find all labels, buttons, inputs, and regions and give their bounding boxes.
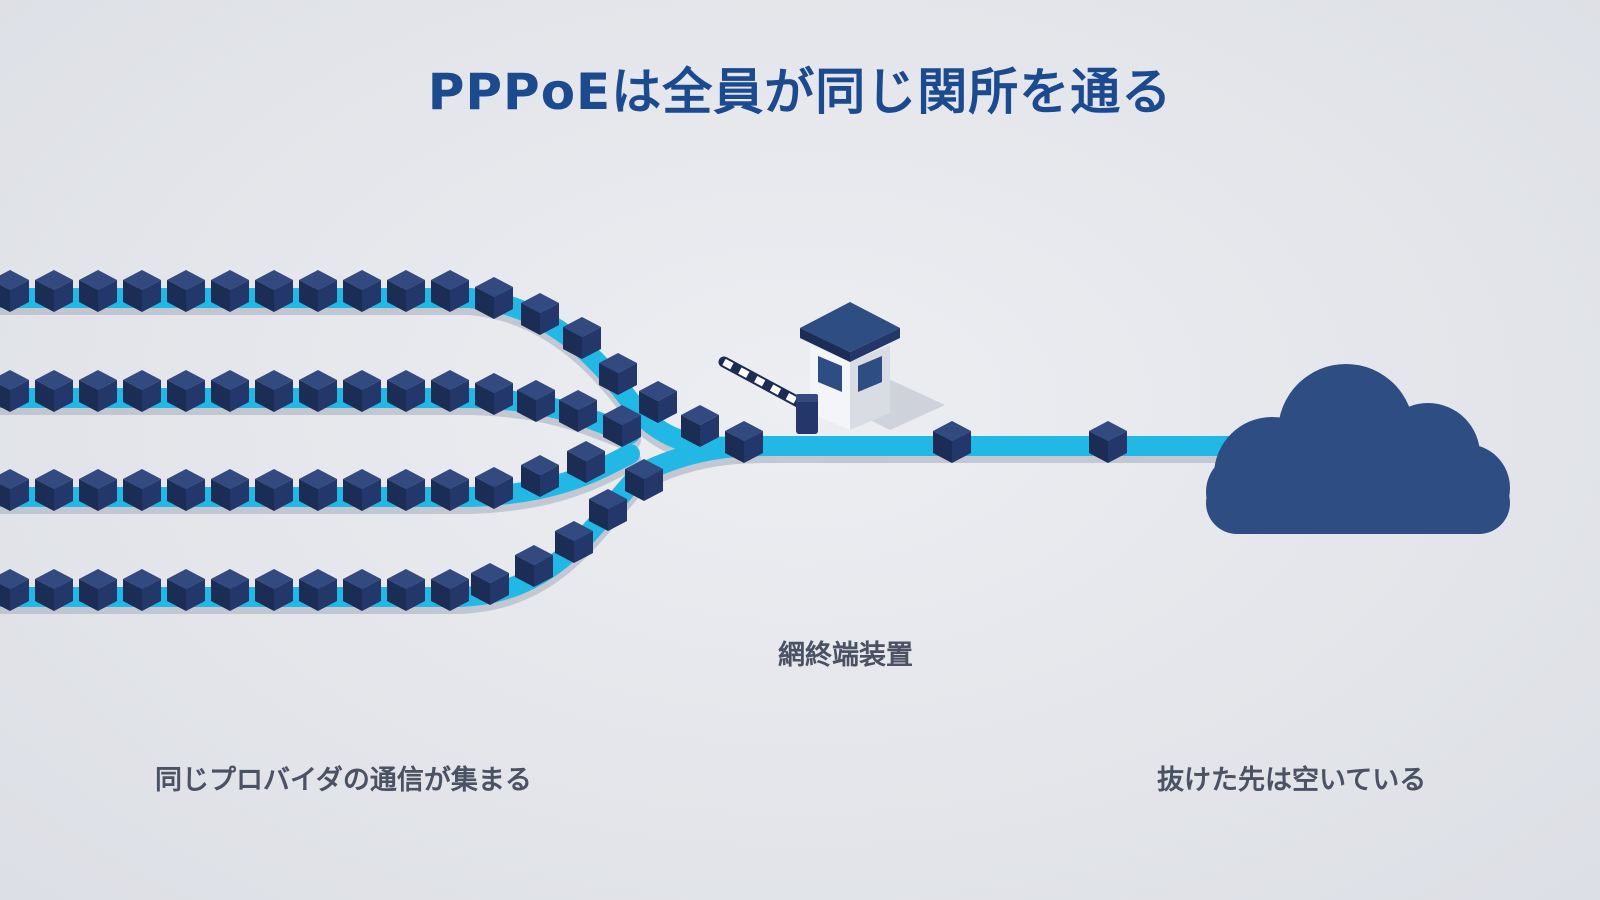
- right-caption: 抜けた先は空いている: [1157, 765, 1427, 796]
- page-title: PPPoEは全員が同じ関所を通る: [427, 63, 1173, 121]
- left-caption: 同じプロバイダの通信が集まる: [155, 765, 532, 796]
- cloud-icon: [1206, 364, 1510, 534]
- gateway-label: 網終端装置: [778, 640, 913, 671]
- toll-booth-icon: [718, 302, 945, 434]
